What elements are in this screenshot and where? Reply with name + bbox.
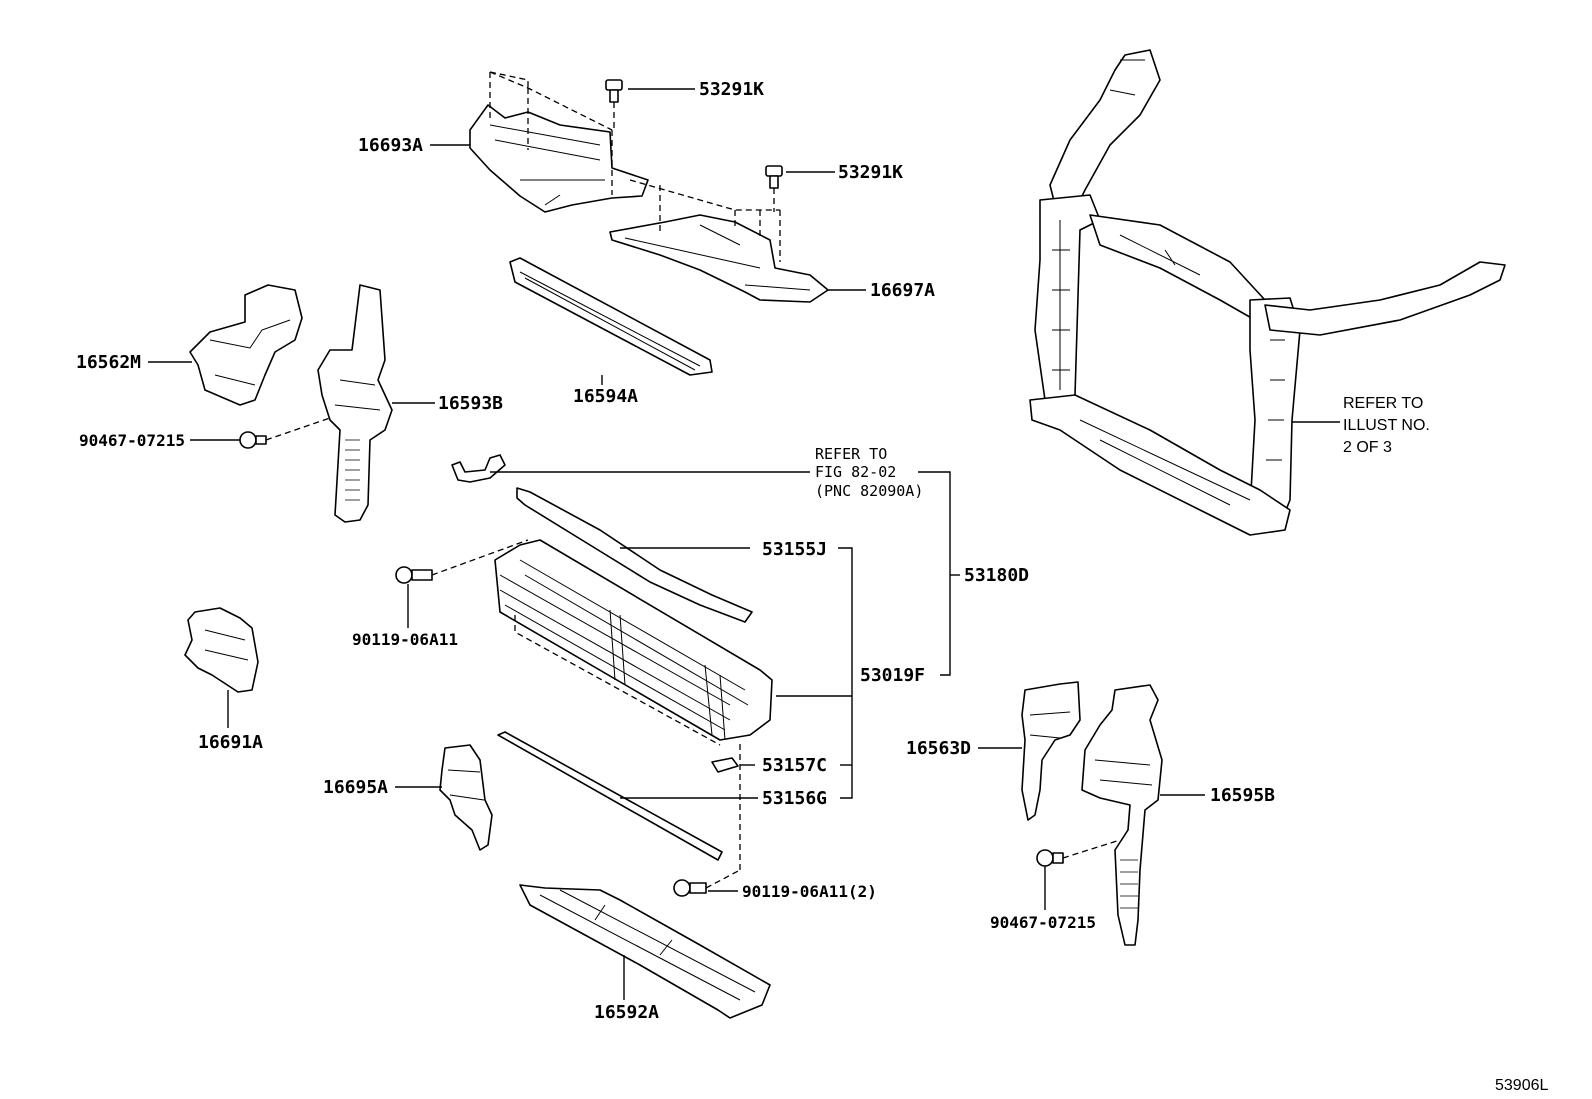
part-16693A-drawing	[469, 104, 649, 213]
clip-53291K-second	[765, 165, 783, 212]
part-16695A-drawing	[439, 744, 493, 851]
part-16697A-drawing	[609, 214, 829, 303]
label-16594A: 16594A	[573, 386, 638, 407]
part-radiator-support-drawing	[1029, 49, 1506, 536]
bolt-90119-upper	[395, 539, 529, 584]
part-16693A-phantom	[489, 71, 613, 195]
label-90119-06A11-2: 90119-06A11(2)	[742, 882, 877, 901]
part-16697A-phantom	[629, 179, 781, 262]
label-16592A: 16592A	[594, 1002, 659, 1023]
clip-53291K-top	[605, 79, 623, 130]
note-fig-line3: (PNC 82090A)	[815, 482, 923, 500]
clip-90467-right	[1036, 839, 1121, 867]
part-16595B-drawing	[1081, 684, 1163, 946]
label-53180D: 53180D	[964, 565, 1029, 586]
label-90119-06A11: 90119-06A11	[352, 630, 458, 649]
part-16594A-drawing	[509, 257, 713, 376]
label-16562M: 16562M	[76, 352, 141, 373]
label-53291K-top: 53291K	[699, 79, 764, 100]
label-16695A: 16695A	[323, 777, 388, 798]
note-illust-line2: ILLUST NO.	[1343, 417, 1430, 434]
label-53157C: 53157C	[762, 755, 827, 776]
label-53156G: 53156G	[762, 788, 827, 809]
label-16697A: 16697A	[870, 280, 935, 301]
label-53155J: 53155J	[762, 539, 827, 560]
label-53019F: 53019F	[860, 665, 925, 686]
part-53157C-drawing	[711, 757, 739, 773]
leader-lines	[148, 88, 1340, 1000]
note-fig-line1: REFER TO	[815, 445, 887, 463]
label-16593B: 16593B	[438, 393, 503, 414]
note-illust-line1: REFER TO	[1343, 395, 1423, 412]
label-16693A: 16693A	[358, 135, 423, 156]
part-16562M-drawing	[189, 284, 303, 406]
label-90467-07215-left: 90467-07215	[79, 431, 185, 450]
note-fig-line2: FIG 82-02	[815, 463, 896, 481]
label-16563D: 16563D	[906, 738, 971, 759]
part-53155J-drawing	[516, 487, 753, 623]
clip-90467-left	[239, 417, 331, 449]
part-16592A-drawing	[519, 884, 771, 1019]
part-53019F-drawing	[494, 539, 773, 746]
part-16563D-drawing	[1021, 681, 1081, 821]
label-90467-07215-right: 90467-07215	[990, 913, 1096, 932]
part-16691A-drawing	[184, 607, 259, 693]
note-illust-line3: 2 OF 3	[1343, 439, 1392, 456]
label-16595B: 16595B	[1210, 785, 1275, 806]
part-16593B-drawing	[317, 284, 393, 523]
bolt-90119-lower	[673, 740, 741, 897]
label-53291K-second: 53291K	[838, 162, 903, 183]
diagram-id: 53906L	[1495, 1077, 1548, 1094]
sensor-53180D-drawing	[451, 454, 506, 483]
part-53156G-drawing	[497, 731, 723, 861]
label-16691A: 16691A	[198, 732, 263, 753]
